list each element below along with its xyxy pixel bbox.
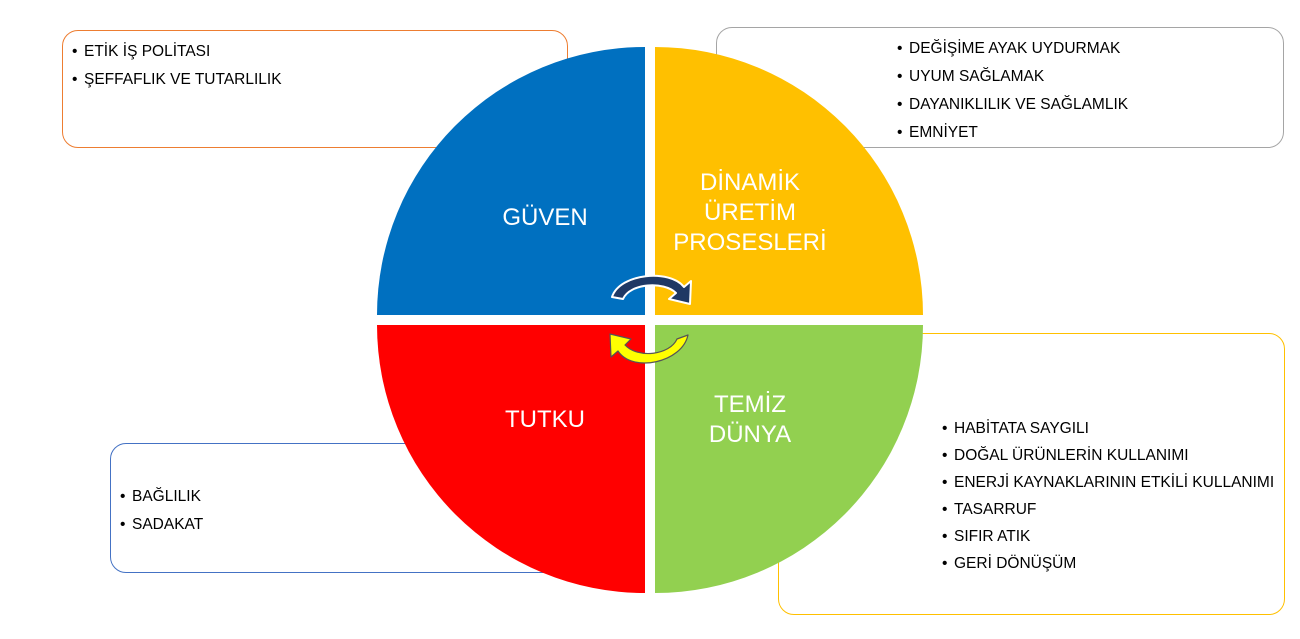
- arrow-top-icon: [611, 274, 692, 305]
- cycle-arrows: [609, 274, 692, 364]
- list-item: BAĞLILIK: [120, 487, 203, 506]
- box-bottom-right-list: HABİTATA SAYGILI DOĞAL ÜRÜNLERİN KULLANI…: [942, 419, 1282, 581]
- box-top-right-list: DEĞİŞİME AYAK UYDURMAK UYUM SAĞLAMAK DAY…: [897, 39, 1128, 151]
- box-top-left-list: ETİK İŞ POLİTASI ŞEFFAFLIK VE TUTARLILIK: [72, 42, 282, 98]
- label-line: PROSESLERİ: [673, 229, 827, 256]
- list-item: DEĞİŞİME AYAK UYDURMAK: [897, 39, 1128, 58]
- arrow-bottom-icon: [609, 333, 689, 364]
- list-item: EMNİYET: [897, 123, 1128, 142]
- list-item: UYUM SAĞLAMAK: [897, 67, 1128, 86]
- label-line: DÜNYA: [708, 421, 792, 448]
- list-item: DAYANIKLILIK VE SAĞLAMLIK: [897, 95, 1128, 114]
- list-item: HABİTATA SAYGILI: [942, 419, 1282, 438]
- quadrant-bottom-left: [377, 325, 645, 593]
- list-item: SADAKAT: [120, 515, 203, 534]
- quadrant-label-guven: GÜVEN: [502, 204, 588, 231]
- quadrant-label-temiz: TEMİZ DÜNYA: [670, 390, 830, 450]
- label-line: TEMİZ: [714, 391, 786, 418]
- list-item: DOĞAL ÜRÜNLERİN KULLANIMI: [942, 446, 1282, 465]
- quadrant-top-left: [377, 47, 645, 315]
- label-line: ÜRETİM: [704, 199, 796, 226]
- list-item: SIFIR ATIK: [942, 527, 1282, 546]
- box-bottom-left-list: BAĞLILIK SADAKAT: [120, 487, 203, 543]
- quadrant-circle: [377, 47, 923, 593]
- list-item: ŞEFFAFLIK VE TUTARLILIK: [72, 70, 282, 89]
- box-top-left: ETİK İŞ POLİTASI ŞEFFAFLIK VE TUTARLILIK: [62, 30, 568, 148]
- quadrant-bottom-right: [655, 325, 923, 593]
- quadrant-label-tutku: TUTKU: [505, 406, 585, 433]
- quadrant-top-right: [655, 47, 923, 315]
- list-item: ETİK İŞ POLİTASI: [72, 42, 282, 61]
- label-line: DİNAMİK: [699, 169, 800, 196]
- list-item: TASARRUF: [942, 500, 1282, 519]
- quadrant-label-dinamik: DİNAMİK ÜRETİM PROSESLERİ: [665, 168, 835, 258]
- list-item: ENERJİ KAYNAKLARININ ETKİLİ KULLANIMI: [942, 473, 1282, 492]
- list-item: GERİ DÖNÜŞÜM: [942, 554, 1282, 573]
